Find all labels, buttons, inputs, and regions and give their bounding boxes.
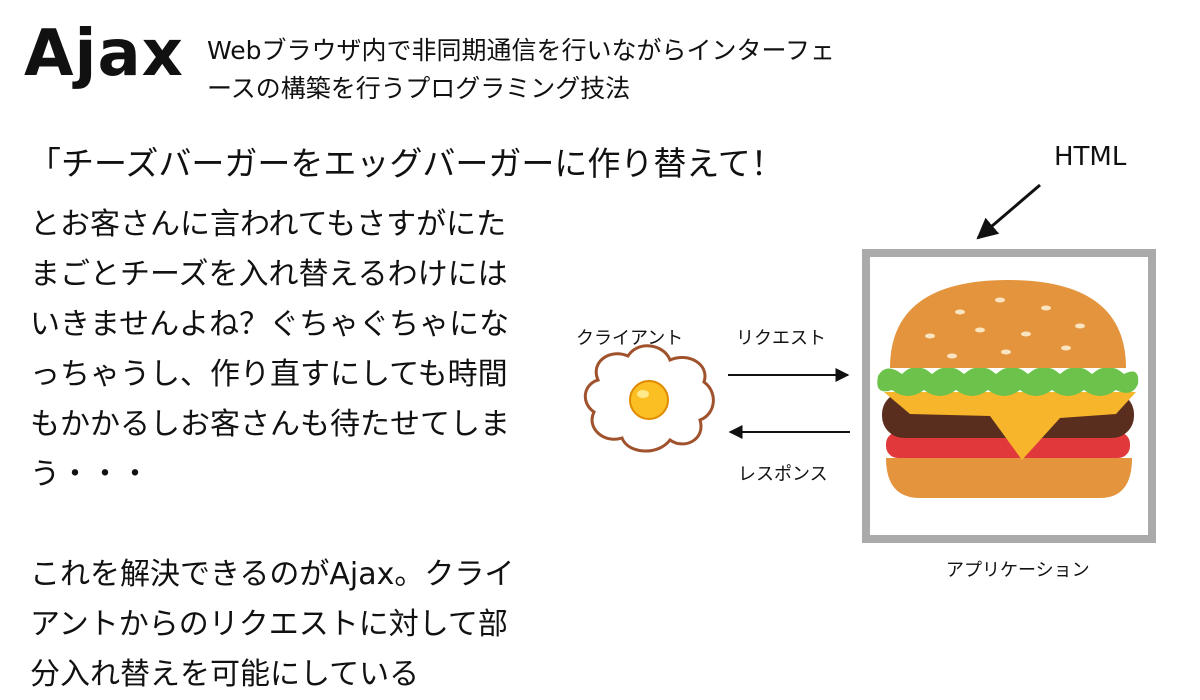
body-paragraph-1: とお客さんに言われてもさすがにたまごとチーズを入れ替えるわけにはいきませんよね？… bbox=[30, 207, 510, 492]
headline-quote: 「チーズバーガーをエッグバーガーに作り替えて！ bbox=[28, 144, 784, 183]
fried-egg-icon bbox=[583, 344, 715, 453]
response-label: レスポンス bbox=[738, 464, 828, 485]
title-description: Webブラウザ内で非同期通信を行いながらインターフェースの構築を行うプログラミン… bbox=[207, 36, 836, 103]
html-label: HTML bbox=[1054, 142, 1127, 172]
body-paragraph-2: これを解決できるのがAjax。クライアントからのリクエストに対して部分入れ替えを… bbox=[30, 557, 515, 692]
page-title: Ajax bbox=[24, 17, 184, 91]
client-label: クライアント bbox=[576, 328, 684, 349]
html-pointer-arrow bbox=[976, 183, 1041, 240]
ajax-diagram: クライアント リクエスト レスポンス HTML アプリケーション bbox=[560, 130, 1180, 600]
cheeseburger-icon bbox=[877, 280, 1139, 498]
diagram-graphics bbox=[583, 183, 1156, 543]
request-label: リクエスト bbox=[736, 328, 826, 349]
paragraph-gap bbox=[30, 500, 525, 550]
body-text: とお客さんに言われてもさすがにたまごとチーズを入れ替えるわけにはいきませんよね？… bbox=[30, 200, 525, 700]
application-label: アプリケーション bbox=[946, 560, 1090, 581]
